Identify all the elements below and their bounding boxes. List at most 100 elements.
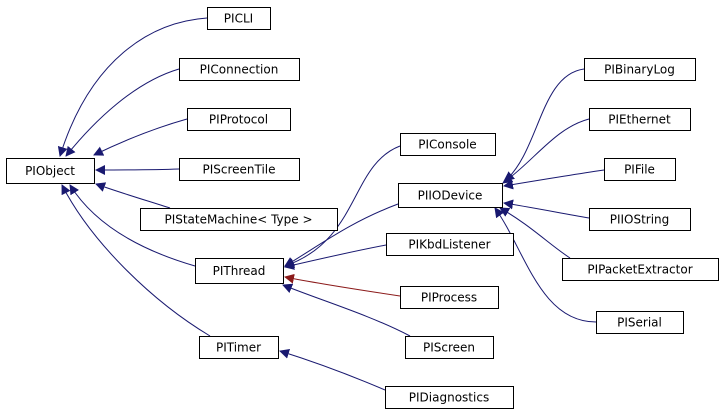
class-node-pistatemachine[interactable]: PIStateMachine< Type > bbox=[140, 208, 338, 231]
inheritance-arrow bbox=[69, 184, 196, 267]
class-box bbox=[179, 58, 300, 81]
class-box bbox=[140, 208, 338, 231]
class-node-pikbdlistener[interactable]: PIKbdListener bbox=[386, 233, 514, 256]
inheritance-arrow bbox=[95, 182, 171, 209]
class-box bbox=[386, 233, 514, 256]
inheritance-arrow bbox=[499, 207, 571, 259]
edge-pithread-to-piobject bbox=[69, 184, 196, 267]
class-node-pidiagnostics[interactable]: PIDiagnostics bbox=[385, 386, 514, 409]
class-label: PICLI bbox=[224, 12, 253, 26]
class-box bbox=[604, 158, 676, 181]
class-node-piscreen[interactable]: PIScreen bbox=[405, 336, 494, 359]
class-label: PIThread bbox=[213, 264, 266, 278]
class-label: PIProtocol bbox=[209, 113, 268, 127]
class-node-picli[interactable]: PICLI bbox=[207, 7, 271, 30]
class-node-pitimer[interactable]: PITimer bbox=[199, 336, 279, 359]
class-node-pibinarylog[interactable]: PIBinaryLog bbox=[584, 58, 696, 81]
class-box bbox=[6, 158, 95, 184]
edge-pibinarylog-to-piiodevice bbox=[504, 68, 585, 182]
class-label: PIConnection bbox=[200, 63, 279, 77]
class-label: PIScreen bbox=[423, 341, 475, 355]
class-box bbox=[584, 58, 696, 81]
class-node-piconsole[interactable]: PIConsole bbox=[400, 133, 496, 156]
edge-pitimer-to-piobject bbox=[61, 184, 211, 337]
class-node-piscreentile[interactable]: PIScreenTile bbox=[179, 158, 300, 181]
class-box bbox=[400, 286, 499, 309]
edge-layer bbox=[57, 17, 605, 391]
class-node-pithread[interactable]: PIThread bbox=[195, 258, 284, 284]
inheritance-arrow bbox=[282, 283, 411, 337]
class-box bbox=[400, 133, 496, 156]
inheritance-arrow bbox=[93, 118, 188, 156]
class-label: PIPacketExtractor bbox=[587, 263, 692, 277]
inheritance-arrow bbox=[279, 348, 386, 391]
class-box bbox=[195, 258, 284, 284]
class-box bbox=[589, 208, 691, 231]
class-label: PIObject bbox=[25, 164, 75, 178]
edge-piconnection-to-piobject bbox=[65, 68, 180, 157]
edge-pipacketextractor-to-piiodevice bbox=[499, 207, 571, 259]
edge-pistatemachine-to-piobject bbox=[95, 182, 171, 209]
edge-piserial-to-piiodevice bbox=[494, 207, 597, 323]
class-label: PIConsole bbox=[418, 138, 476, 152]
class-label: PIIODevice bbox=[418, 189, 483, 203]
inheritance-arrow bbox=[503, 169, 605, 190]
class-label: PIBinaryLog bbox=[604, 63, 675, 77]
class-label: PITimer bbox=[216, 341, 261, 355]
class-node-piiodevice[interactable]: PIIODevice bbox=[398, 183, 503, 208]
inheritance-arrow bbox=[503, 199, 590, 219]
class-node-piserial[interactable]: PISerial bbox=[596, 311, 684, 334]
edge-piconsole-to-pithread bbox=[284, 145, 401, 268]
class-label: PIFile bbox=[624, 163, 655, 177]
class-box bbox=[405, 336, 494, 359]
inheritance-arrow bbox=[284, 203, 399, 267]
edge-piethernet-to-piiodevice bbox=[502, 118, 590, 184]
inheritance-arrow bbox=[494, 207, 597, 323]
class-label: PIKbdListener bbox=[408, 238, 490, 252]
inheritance-arrow bbox=[61, 184, 211, 337]
class-box bbox=[207, 7, 271, 30]
inheritance-arrow bbox=[504, 68, 585, 182]
class-box bbox=[187, 108, 291, 131]
inheritance-arrow bbox=[502, 118, 590, 184]
edge-piscreentile-to-piobject bbox=[95, 164, 180, 175]
inheritance-arrow bbox=[95, 164, 180, 175]
class-box bbox=[589, 108, 691, 131]
class-label: PIDiagnostics bbox=[409, 391, 489, 405]
edge-piprotocol-to-piobject bbox=[93, 118, 188, 156]
edge-piscreen-to-pithread bbox=[282, 283, 411, 337]
class-label: PIEthernet bbox=[608, 113, 671, 127]
edge-piiodevice-to-pithread bbox=[284, 203, 399, 267]
class-node-piethernet[interactable]: PIEthernet bbox=[589, 108, 691, 131]
inheritance-arrow bbox=[284, 244, 387, 270]
class-node-piprocess[interactable]: PIProcess bbox=[400, 286, 499, 309]
class-node-pifile[interactable]: PIFile bbox=[604, 158, 676, 181]
class-node-piiostring[interactable]: PIIOString bbox=[589, 208, 691, 231]
class-label: PIProcess bbox=[421, 291, 477, 305]
class-node-piobject[interactable]: PIObject bbox=[6, 158, 95, 184]
class-box bbox=[596, 311, 684, 334]
class-box bbox=[398, 183, 503, 208]
edge-pidiagnostics-to-pitimer bbox=[279, 348, 386, 391]
edge-pikbdlistener-to-pithread bbox=[284, 244, 387, 270]
class-box bbox=[199, 336, 279, 359]
edge-piprocess-to-pithread bbox=[284, 273, 401, 297]
edge-picli-to-piobject bbox=[57, 17, 208, 157]
class-node-piprotocol[interactable]: PIProtocol bbox=[187, 108, 291, 131]
class-box bbox=[562, 258, 719, 281]
class-label: PISerial bbox=[617, 316, 662, 330]
class-label: PIIOString bbox=[610, 213, 670, 227]
inheritance-arrow bbox=[57, 17, 208, 157]
class-node-pipacketextractor[interactable]: PIPacketExtractor bbox=[562, 258, 719, 281]
edge-piiostring-to-piiodevice bbox=[503, 199, 590, 219]
class-node-piconnection[interactable]: PIConnection bbox=[179, 58, 300, 81]
class-label: PIScreenTile bbox=[202, 163, 275, 177]
class-box bbox=[179, 158, 300, 181]
inheritance-arrow bbox=[65, 68, 180, 157]
class-label: PIStateMachine< Type > bbox=[164, 213, 312, 227]
inheritance-arrow bbox=[284, 273, 401, 297]
class-box bbox=[385, 386, 514, 409]
edge-pifile-to-piiodevice bbox=[503, 169, 605, 190]
